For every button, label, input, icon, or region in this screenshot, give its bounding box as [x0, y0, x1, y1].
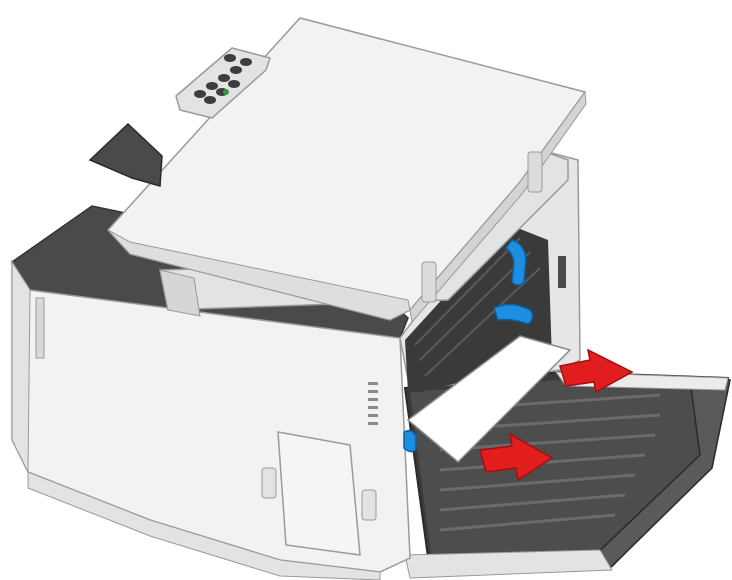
output-tray-stop[interactable] — [90, 124, 162, 186]
blue-lever-lower[interactable] — [404, 431, 416, 452]
